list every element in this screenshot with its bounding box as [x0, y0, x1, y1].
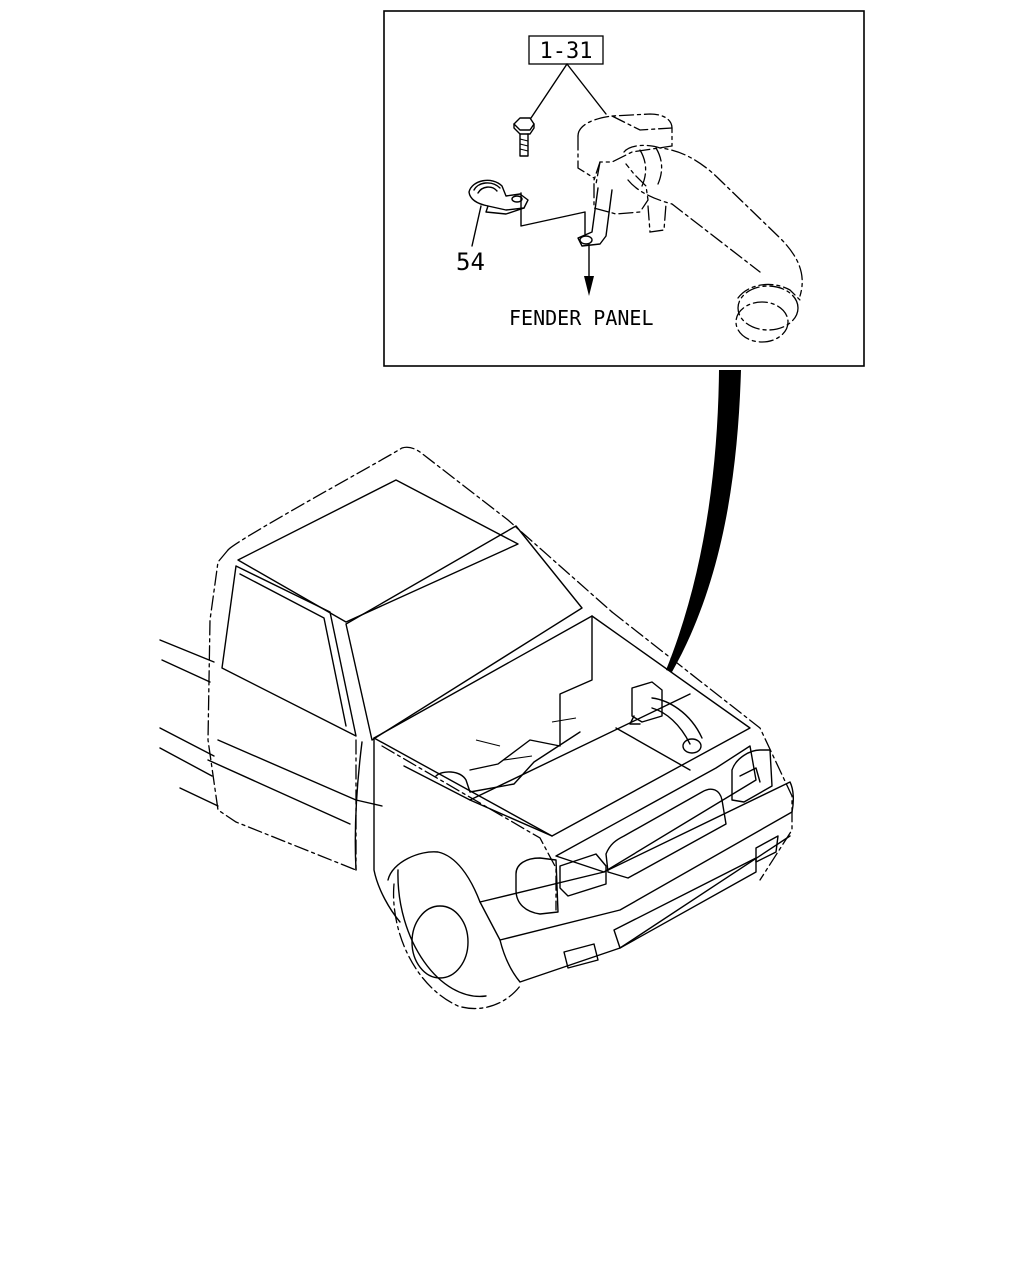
- detail-pointer: [666, 370, 741, 672]
- resonator-icon: [577, 113, 803, 343]
- fender-arrow-head: [584, 276, 594, 296]
- pickup-truck-illustration: [159, 446, 795, 1010]
- bolt-icon: [513, 117, 535, 157]
- leader-to-bolt: [530, 63, 568, 119]
- assembly-ref-box: [528, 35, 604, 65]
- detail-inset: 1-31 54 FENDER PANEL: [383, 10, 865, 367]
- assembly-path: [520, 192, 586, 235]
- fender-panel-label: FENDER PANEL: [509, 306, 654, 330]
- leader-to-resonator: [566, 63, 607, 115]
- resonator-location-icon: [629, 681, 703, 754]
- bracket-ref-label: 54: [456, 248, 485, 276]
- assembly-ref-label: 1-31: [540, 39, 593, 64]
- bracket-clip-icon: [468, 179, 529, 215]
- leader-to-bracket: [471, 205, 482, 247]
- resonator-bracket: [577, 187, 613, 247]
